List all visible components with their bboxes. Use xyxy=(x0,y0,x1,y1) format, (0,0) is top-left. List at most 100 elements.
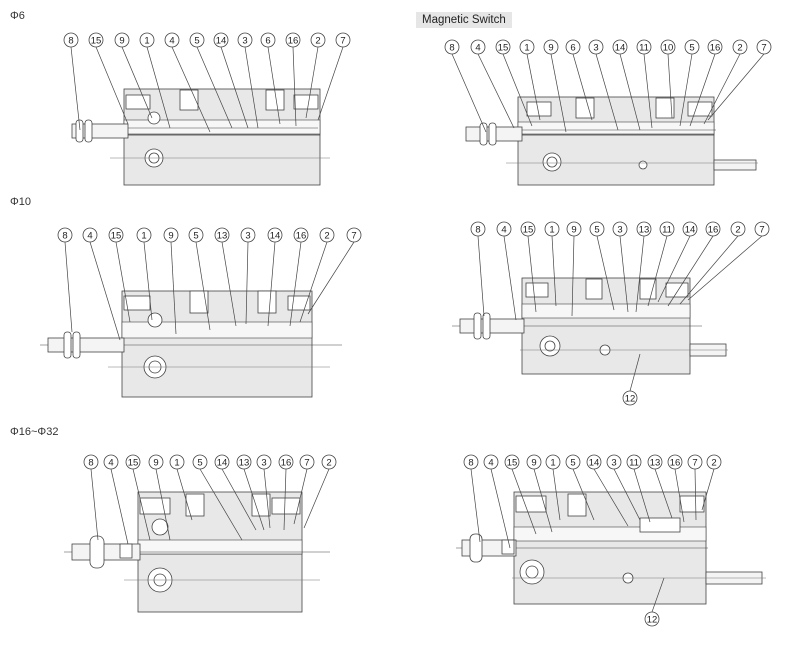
callout-phi10-magnetic-3: 3 xyxy=(612,221,629,313)
callout-number: 15 xyxy=(507,458,518,469)
callout-phi10-magnetic-2: 2 xyxy=(679,221,746,305)
mount-block xyxy=(639,278,657,300)
magnet-ring xyxy=(639,517,681,533)
diagram-phi10-standard xyxy=(40,290,342,398)
port-fitting xyxy=(139,497,171,515)
callout-bubble xyxy=(588,39,604,55)
callout-phi16-magnetic-5: 5 xyxy=(565,454,595,521)
callout-number: 4 xyxy=(87,231,92,242)
mount-block xyxy=(655,97,675,119)
mount-block xyxy=(185,493,205,517)
callout-leader xyxy=(596,235,615,311)
callout-number: 5 xyxy=(193,231,198,242)
callout-leader xyxy=(511,468,537,535)
callout-phi16-standard-3: 3 xyxy=(256,454,272,529)
callout-phi10-standard-1: 1 xyxy=(136,227,153,321)
label-phi16-32: Φ16~Φ32 xyxy=(10,426,59,438)
callout-phi6-magnetic-1: 1 xyxy=(519,39,541,121)
callout-number: 8 xyxy=(68,36,73,47)
callout-bubble xyxy=(88,32,104,48)
callout-number: 16 xyxy=(281,458,292,469)
callout-bubble xyxy=(544,221,560,237)
callout-leader xyxy=(667,53,673,119)
callout-number: 13 xyxy=(217,231,228,242)
port-fitting xyxy=(125,94,151,110)
callout-number: 14 xyxy=(589,458,600,469)
callout-number: 16 xyxy=(296,231,307,242)
callout-leader xyxy=(571,235,575,317)
label-phi10: Φ10 xyxy=(10,196,32,208)
callout-leader xyxy=(527,235,537,313)
callout-bubble xyxy=(214,454,230,470)
callout-leader xyxy=(305,46,319,119)
callout-phi10-magnetic-16: 16 xyxy=(667,221,721,307)
callout-number: 14 xyxy=(615,43,626,54)
callout-leader xyxy=(701,468,715,511)
callout-bubble xyxy=(520,221,536,237)
callout-leader xyxy=(283,468,287,531)
bolt-hole xyxy=(147,312,163,328)
callout-leader xyxy=(95,46,129,125)
callout-bubble xyxy=(139,32,155,48)
mounting-hole-inner xyxy=(544,340,556,352)
callout-bubble xyxy=(504,454,520,470)
callout-number: 5 xyxy=(194,36,199,47)
callout-number: 15 xyxy=(111,231,122,242)
callout-bubble xyxy=(566,221,582,237)
callout-phi16-standard-8: 8 xyxy=(83,454,99,541)
callout-bubble xyxy=(293,227,309,243)
callout-phi16-standard-14: 14 xyxy=(214,454,257,531)
callout-bubble xyxy=(108,227,124,243)
callout-leader xyxy=(703,53,741,125)
callout-leader xyxy=(299,241,328,323)
callout-phi6-standard-16: 16 xyxy=(285,32,301,127)
callout-number: 1 xyxy=(174,458,179,469)
callout-leader xyxy=(220,46,249,129)
callout-phi10-magnetic-1: 1 xyxy=(544,221,560,307)
bolt-hole xyxy=(151,518,169,536)
rod-nut xyxy=(72,331,81,359)
mount-block xyxy=(575,97,595,119)
callout-phi16-standard-16: 16 xyxy=(278,454,294,531)
callout-bubble xyxy=(169,454,185,470)
callout-phi16-magnetic-3: 3 xyxy=(606,454,641,521)
callout-bubble xyxy=(57,227,73,243)
callout-bubble xyxy=(335,32,351,48)
callout-bubble xyxy=(586,454,602,470)
callout-number: 15 xyxy=(523,225,534,236)
callout-leader xyxy=(526,53,541,121)
callout-bubble xyxy=(82,227,98,243)
callout-number: 8 xyxy=(88,458,93,469)
callout-phi16-magnetic-7: 7 xyxy=(687,454,703,521)
callout-number: 13 xyxy=(650,458,661,469)
callout-number: 2 xyxy=(737,43,742,54)
callout-leader xyxy=(679,53,693,127)
callout-leader xyxy=(110,468,129,545)
callout-leader xyxy=(550,53,567,133)
callout-leader xyxy=(90,468,99,541)
callout-leader xyxy=(654,468,673,519)
callout-bubble xyxy=(236,454,252,470)
rod-nut xyxy=(479,122,488,146)
callout-phi10-standard-14: 14 xyxy=(267,227,283,327)
callout-leader xyxy=(470,468,481,543)
callout-phi6-standard-2: 2 xyxy=(305,32,326,119)
callout-bubble xyxy=(164,32,180,48)
callout-bubble xyxy=(612,39,628,55)
callout-bubble xyxy=(103,454,119,470)
callout-bubble xyxy=(319,227,335,243)
mount-block xyxy=(251,493,271,517)
callout-phi10-standard-15: 15 xyxy=(108,227,131,323)
callout-bubble xyxy=(636,221,652,237)
callout-leader xyxy=(64,241,73,333)
rod-nut xyxy=(75,119,84,143)
callout-number: 2 xyxy=(735,225,740,236)
callout-leader xyxy=(267,241,276,327)
callout-number: 2 xyxy=(324,231,329,242)
callout-leader xyxy=(593,468,629,527)
callout-phi10-standard-7: 7 xyxy=(307,227,362,315)
callout-bubble xyxy=(125,454,141,470)
callout-phi6-standard-9: 9 xyxy=(114,32,153,119)
